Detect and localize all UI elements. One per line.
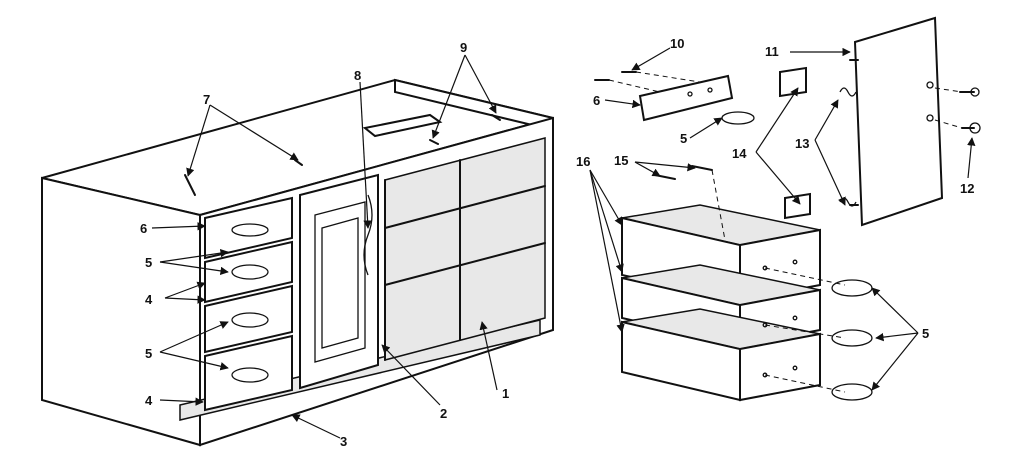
- callout-6: 6: [593, 93, 600, 108]
- right-door: [849, 16, 981, 227]
- callout-labels: 1 2 3 4 4 5 5 5 5 6 6 7 8 9 10 11 12 13 …: [140, 36, 974, 449]
- hinges: [779, 66, 857, 220]
- callout-4: 4: [145, 292, 153, 307]
- drawer-front-rail: [594, 71, 755, 125]
- callout-5: 5: [145, 255, 152, 270]
- callout-2: 2: [440, 406, 447, 421]
- callout-3: 3: [340, 434, 347, 449]
- drawer-fronts-left: [204, 196, 293, 412]
- callout-16: 16: [576, 154, 590, 169]
- callout-11: 11: [765, 44, 779, 59]
- callout-7: 7: [203, 92, 210, 107]
- callout-1: 1: [502, 386, 509, 401]
- callout-5: 5: [680, 131, 687, 146]
- callout-8: 8: [354, 68, 361, 83]
- callout-14: 14: [732, 146, 747, 161]
- drawer-pulls: [831, 279, 873, 401]
- callout-9: 9: [460, 40, 467, 55]
- cabinet-base: [41, 78, 554, 447]
- drawer-stack: [621, 165, 846, 402]
- callout-5: 5: [145, 346, 152, 361]
- callout-leaders: [151, 47, 976, 439]
- callout-15: 15: [614, 153, 628, 168]
- callout-4: 4: [145, 393, 153, 408]
- callout-5: 5: [922, 326, 929, 341]
- cabinet-door: [299, 173, 379, 390]
- callout-6: 6: [140, 221, 147, 236]
- callout-12: 12: [960, 181, 974, 196]
- callout-13: 13: [795, 136, 809, 151]
- callout-10: 10: [670, 36, 684, 51]
